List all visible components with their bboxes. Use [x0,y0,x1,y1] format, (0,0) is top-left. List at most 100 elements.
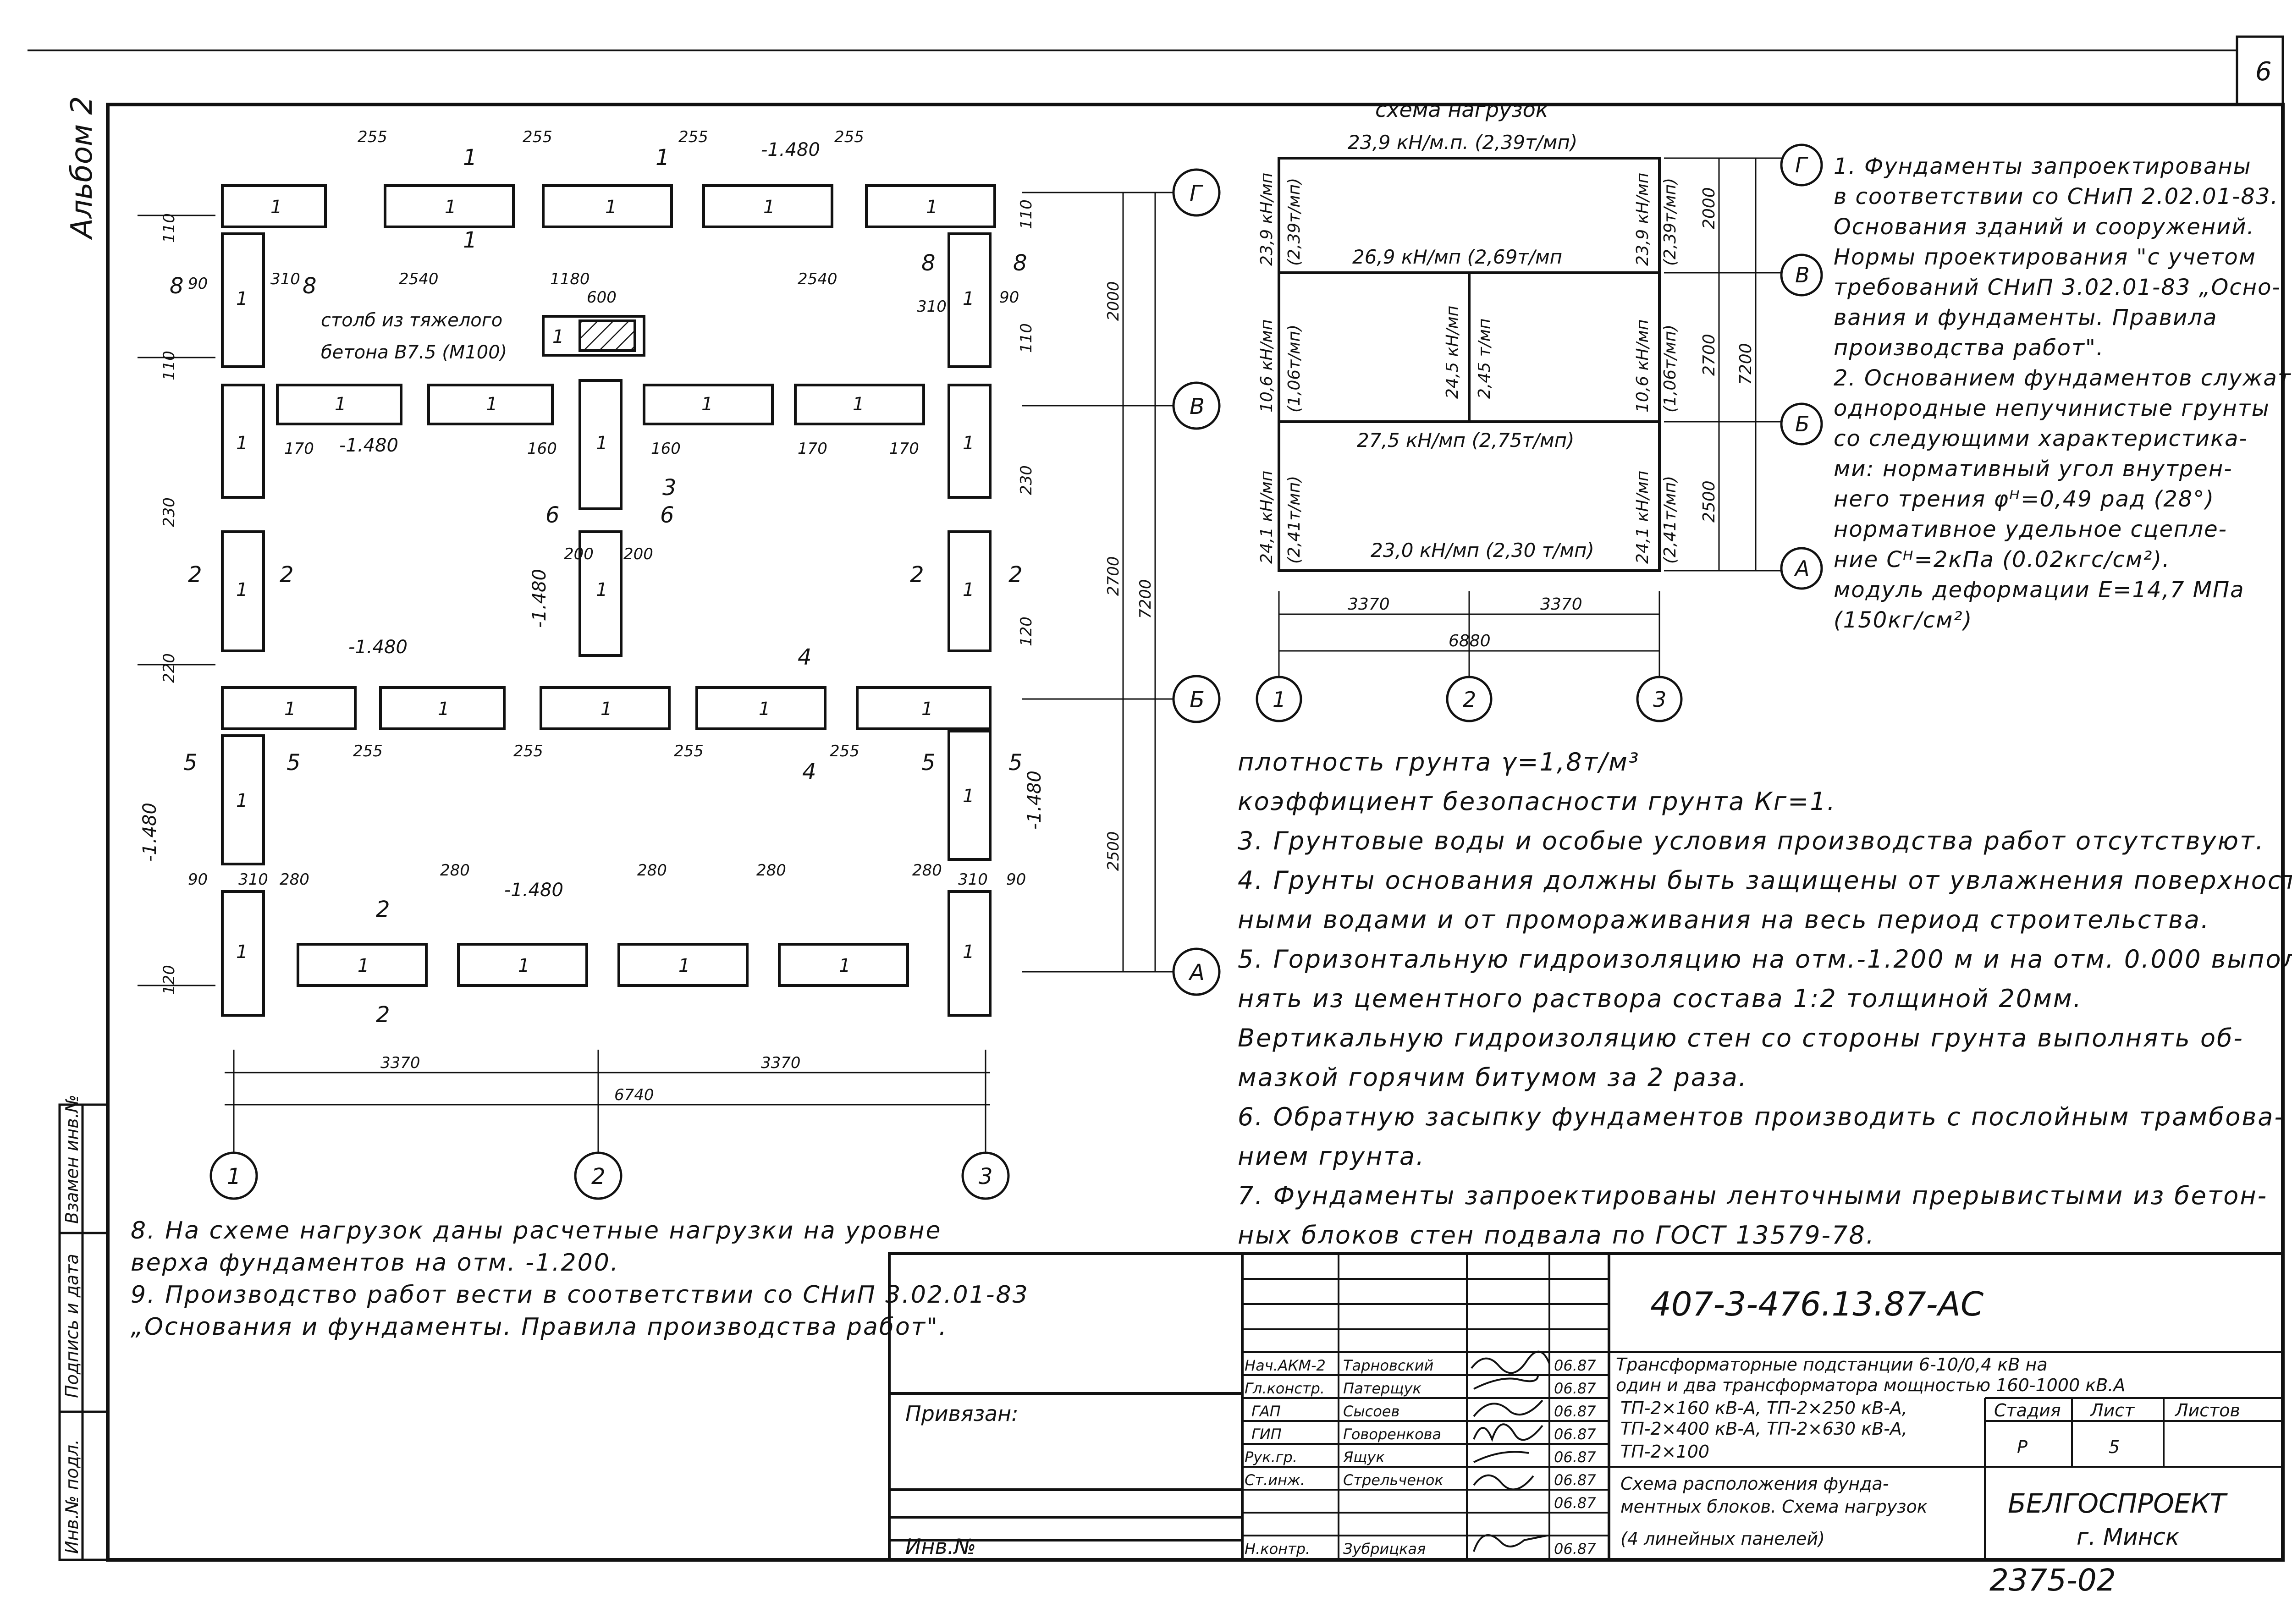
date-label: 06.87 [1554,1494,1596,1512]
section-mark: 3 [662,475,677,501]
dim: 110 [1017,199,1036,229]
notes-left: 8. На схеме нагрузок даны расчетные нагр… [131,1215,1029,1343]
elevation-mark: -1.480 [339,435,398,456]
axis-bubble [1172,381,1221,430]
foundation-plan [138,184,1174,1160]
pillar [542,315,645,357]
dim: 2500 [1104,831,1123,871]
dim: 170 [798,440,827,458]
date-label: 06.87 [1554,1380,1596,1397]
axis-bubble [1172,675,1221,723]
block-left-1 [221,232,265,368]
dim: 3370 [761,1054,801,1072]
note-line: Вертикальную гидроизоляцию стен со сторо… [1238,1024,2244,1052]
dim: 2000 [1700,187,1719,229]
block-label: 1 [335,394,346,415]
load-right-mid: (1,06т/мп) [1661,325,1680,413]
dim: 3370 [380,1054,420,1072]
note-line: верха фундаментов на отм. -1.200. [131,1249,620,1277]
block-label: 1 [921,699,933,720]
axis-label: 2 [591,1164,606,1189]
block-bot-1 [297,943,428,987]
margin-label-vzamen: Взамен инв.№ [62,1095,82,1224]
axis-bubble [1172,168,1221,217]
organization: БЕЛГОСПРОЕКТ [2008,1488,2228,1519]
note-line: в соответствии со СНиП 2.02.01-83. [1834,184,2279,209]
block-bot-2 [457,943,588,987]
section-mark: 1 [656,145,670,171]
name-label: Стрельченок [1343,1471,1444,1489]
note-line: однородные непучинистые грунты [1834,396,2270,421]
pillar-label: 1 [552,326,564,347]
dim: 600 [587,288,617,307]
name-label: Говоренкова [1343,1426,1441,1443]
signature [1473,1451,1529,1463]
block-left-4 [221,734,265,865]
axis-bubble [209,1151,258,1200]
note-line: 6. Обратную засыпку фундаментов производ… [1238,1102,2285,1131]
dim: 230 [160,497,178,527]
section-mark: 2 [910,562,924,588]
section-mark: 2 [1008,562,1023,588]
note-line: ми: нормативный угол внутрен- [1834,456,2233,482]
stage-value: Р [2017,1437,2028,1457]
section-mark: 8 [921,250,936,276]
load-left-top: (2,39т/мп) [1285,178,1304,266]
dim: 2540 [798,270,837,288]
section-mark: 5 [286,750,301,776]
block-label: 1 [963,433,974,454]
block-top-3 [542,184,673,228]
block-rowBB-5 [856,686,992,730]
axis-label: 1 [227,1164,241,1189]
axis-bubble [1780,143,1823,187]
block-center-v [579,530,623,657]
note-line: вания и фундаменты. Правила [1834,305,2218,330]
block-label: 1 [963,941,974,963]
block-label: 1 [759,699,770,720]
dim: 255 [513,742,543,760]
section-mark: 1 [463,145,477,171]
section-mark: 2 [376,897,390,922]
dim: 255 [678,128,708,146]
axis-label: 1 [1273,687,1286,712]
load-center: 24,5 кН/мп [1443,306,1462,399]
block-label: 1 [236,288,248,309]
block-right-4 [948,730,992,861]
load-center: 2,45 т/мп [1475,319,1494,399]
note-line: ние Сᴴ=2кПа (0.02кгс/см²). [1834,547,2171,573]
dim: 255 [830,742,860,760]
dim: 120 [1017,617,1036,646]
block-label: 1 [445,197,456,218]
elevation-mark: -1.480 [504,880,563,901]
axis-label: В [1795,263,1810,287]
dim: 200 [623,545,653,563]
sheet-number: 6 [2255,57,2272,87]
section-mark: 8 [303,273,317,299]
album-label: Альбом 2 [65,96,99,240]
block-top-5 [865,184,996,228]
project-title: один и два трансформатора мощностью 160-… [1616,1375,2125,1395]
name-label: Ящук [1343,1448,1385,1466]
dim: 280 [912,861,942,880]
margin-label-inv: Инв.№ подл. [62,1439,82,1554]
block-rowB-2 [427,384,554,425]
block-rowBB-4 [695,686,826,730]
section-mark: 4 [798,644,812,670]
block-label: 1 [358,955,369,976]
section-mark: 8 [1013,250,1027,276]
note-line: производства работ". [1834,335,2105,361]
axis-bubble [1780,547,1823,590]
dim: 200 [564,545,594,563]
elevation-mark: -1.480 [139,803,160,862]
dim: 110 [1017,323,1036,353]
block-label: 1 [853,394,864,415]
signature [1473,1534,1548,1552]
date-label: 06.87 [1554,1540,1596,1558]
dim: 90 [999,288,1019,307]
dim: 280 [637,861,667,880]
dim: 2500 [1700,480,1719,523]
name-label: Патерщук [1343,1380,1421,1397]
variants: ТП-2×160 кВ-А, ТП-2×250 кВ-А, [1620,1398,1907,1418]
dim: 160 [651,440,681,458]
note-line: него трения φᴴ=0,49 рад (28°) [1834,486,2215,512]
